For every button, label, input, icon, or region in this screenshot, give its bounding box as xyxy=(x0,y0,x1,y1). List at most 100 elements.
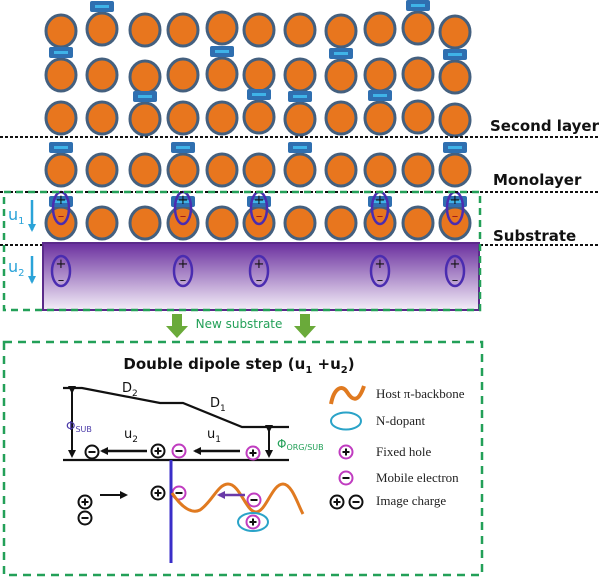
host-molecule xyxy=(438,152,472,188)
legend-label-fixed-hole: Fixed hole xyxy=(376,444,431,459)
host-molecule xyxy=(44,100,78,136)
u1-label: u1 xyxy=(8,205,25,227)
host-molecule xyxy=(438,59,472,95)
host-molecule xyxy=(85,205,119,241)
dopant-stripe xyxy=(176,146,190,149)
u1-label-main: u xyxy=(8,205,18,224)
dipole-plus: + xyxy=(375,193,386,208)
mobile-electron-icon xyxy=(171,443,187,459)
charge-ring xyxy=(348,494,364,510)
charge-ring xyxy=(245,514,261,530)
second-layer-label: Second layer xyxy=(490,117,600,135)
host-molecule xyxy=(438,102,472,138)
energy-diagram-title: Double dipole step (u1 +u2) xyxy=(123,355,354,376)
phi-sub-label: ΦSUB xyxy=(66,419,92,434)
charge-ring xyxy=(246,492,262,508)
phi-sub-subscript: SUB xyxy=(75,425,91,434)
dipole-plus: + xyxy=(254,193,265,208)
legend-label-image-charge: Image charge xyxy=(376,493,446,508)
charge-bar-v xyxy=(252,449,254,457)
charge-ring xyxy=(171,443,187,459)
dipole-plus: + xyxy=(375,257,386,272)
host-molecule xyxy=(363,100,397,136)
d2-label: D2 xyxy=(122,381,138,399)
green-down-arrow-left-icon xyxy=(166,314,188,338)
molecule-grid: +–+–+–+–+– xyxy=(44,0,472,241)
dopant-molecule xyxy=(288,142,312,153)
dopant-molecule xyxy=(171,142,195,153)
second-layer-row-3 xyxy=(44,89,472,138)
dipole-minus: – xyxy=(256,273,263,288)
legend-charge-icons xyxy=(329,444,364,510)
dipole-plus: + xyxy=(450,193,461,208)
dopant-hole-icon xyxy=(245,514,261,530)
dipole-minus: – xyxy=(377,209,384,224)
charge-bar-h xyxy=(175,492,183,494)
monolayer-row xyxy=(44,142,472,188)
diagram-u1-main: u xyxy=(207,427,215,442)
dopant-stripe xyxy=(215,50,229,53)
host-molecule xyxy=(205,205,239,241)
charge-ring xyxy=(150,443,166,459)
host-molecule xyxy=(324,13,358,49)
dipole-plus: + xyxy=(56,193,67,208)
dopant-stripe xyxy=(293,146,307,149)
host-molecule xyxy=(85,152,119,188)
dipole-ellipse xyxy=(172,254,194,288)
charge-ring xyxy=(245,445,261,461)
phi-org-subscript: ORG/SUB xyxy=(286,443,323,452)
interface-image-hole-icon xyxy=(150,485,166,501)
dopant-molecule xyxy=(90,1,114,12)
dopant-molecule xyxy=(406,0,430,11)
dopant-stripe xyxy=(411,4,425,7)
vacuum-level-line xyxy=(63,386,289,429)
image-hole-icon xyxy=(150,443,166,459)
energy-diagram-box xyxy=(2,340,484,577)
dopant-stripe xyxy=(54,200,68,203)
dipole-minus: – xyxy=(452,209,459,224)
dopant-stripe xyxy=(448,146,462,149)
legend-label-n-dopant: N-dopant xyxy=(376,413,425,428)
host-molecule xyxy=(128,59,162,95)
dipole-minus: – xyxy=(58,209,65,224)
charge-ring xyxy=(77,494,93,510)
host-molecule xyxy=(85,100,119,136)
u2-label-sub: 2 xyxy=(18,268,24,279)
host-molecule xyxy=(401,10,435,46)
new-substrate-dipoles: +–+–+–+–+– xyxy=(50,254,466,288)
host-molecule xyxy=(166,12,200,48)
second-layer-row-2 xyxy=(44,46,472,95)
host-molecule xyxy=(205,152,239,188)
host-molecule xyxy=(401,152,435,188)
charge-bar-v xyxy=(336,498,338,506)
substrate-label: Substrate xyxy=(493,227,576,245)
dopant-molecule xyxy=(247,89,271,100)
host-molecule xyxy=(283,12,317,48)
host-molecule xyxy=(205,56,239,92)
legend-mobile-electron-icon xyxy=(338,470,354,486)
dipole-plus: + xyxy=(56,257,67,272)
dopant-stripe xyxy=(176,200,190,203)
host-molecule xyxy=(85,57,119,93)
host-molecule xyxy=(128,152,162,188)
u1-label-sub: 1 xyxy=(18,216,24,227)
legend-fixed-hole-icon xyxy=(338,444,354,460)
host-molecule xyxy=(166,100,200,136)
dopant-stripe xyxy=(373,200,387,203)
d1-label: D1 xyxy=(210,396,226,414)
dipole-minus: – xyxy=(180,209,187,224)
host-molecule xyxy=(128,205,162,241)
charge-ring xyxy=(338,470,354,486)
dopant-stripe xyxy=(448,200,462,203)
diagram-u2-label: u2 xyxy=(124,427,138,445)
diagram-u1-sub: 1 xyxy=(215,435,221,445)
n-dopant-ellipse xyxy=(237,512,269,532)
host-molecule xyxy=(363,11,397,47)
dipole-minus: – xyxy=(452,273,459,288)
charge-bar-h xyxy=(81,517,89,519)
d1-sub: 1 xyxy=(220,404,226,414)
host-molecule xyxy=(242,152,276,188)
host-molecule xyxy=(401,56,435,92)
host-molecule xyxy=(242,99,276,135)
